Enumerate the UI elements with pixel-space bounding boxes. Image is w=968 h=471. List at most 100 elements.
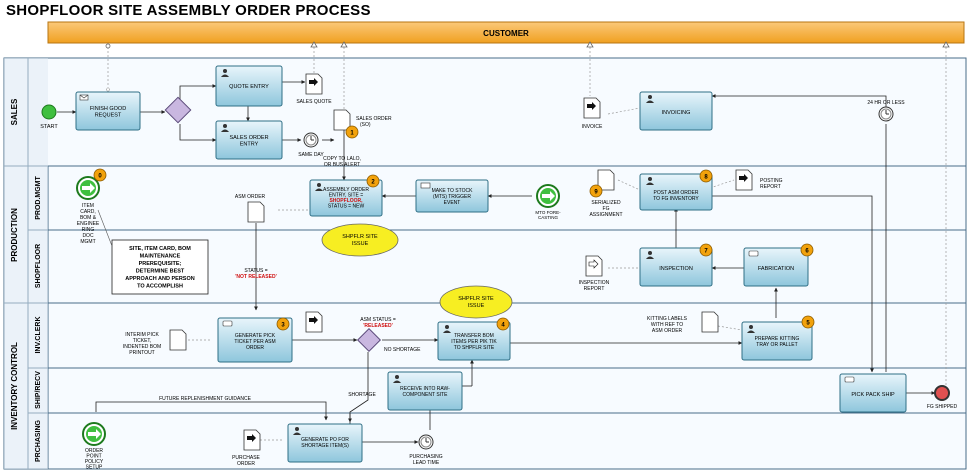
shortage-label: SHORTAGE (348, 392, 376, 398)
fg-shipped-end-event (934, 385, 950, 401)
svg-text:2: 2 (371, 180, 375, 186)
svg-text:6: 6 (805, 249, 809, 255)
task-quote-entry[interactable]: QUOTE ENTRY (215, 65, 283, 107)
lane-label-ship-recv: SHIP/RECV (35, 371, 42, 409)
svg-text:QUOTE ENTRY: QUOTE ENTRY (229, 84, 269, 90)
svg-text:INVOICING: INVOICING (662, 110, 691, 116)
asm-status-released-note: ASM STATUS ='RELEASED' (360, 317, 396, 329)
same-day-timer-icon (303, 132, 319, 148)
lane-label-inv-clerk: INV.CLERK (35, 316, 42, 353)
pool-label-inventory-control: INVENTORY CONTROL (10, 342, 19, 430)
svg-text:4: 4 (501, 323, 505, 329)
24hr-timer-icon (878, 106, 894, 122)
future-replenishment-label: FUTURE REPLENISHMENT GUIDANCE (159, 396, 252, 402)
association-lines (186, 107, 743, 441)
message-flows (108, 43, 947, 392)
svg-text:FABRICATION: FABRICATION (758, 266, 794, 272)
doc-invoice: INVOICE (582, 97, 603, 130)
svg-text:ASM ORDER: ASM ORDER (235, 194, 266, 200)
task-receive-raw[interactable]: RECEIVE INTO RAW-COMPONENT SITE (387, 371, 463, 411)
task-inspection[interactable]: INSPECTION (639, 247, 713, 287)
no-shortage-label: NO SHORTAGE (384, 347, 421, 353)
shortage-gateway (356, 327, 382, 353)
lane-label-strip (4, 58, 48, 469)
task-invoicing[interactable]: INVOICING (639, 91, 713, 131)
customer-pool (47, 21, 965, 44)
doc-pick-ticket-copy (305, 311, 323, 333)
task-fabrication[interactable]: FABRICATION (743, 247, 809, 287)
svg-text:SALES ORDER(SO): SALES ORDER(SO) (356, 116, 392, 128)
order-point-policy-event (82, 422, 106, 446)
lane-label-prod-mgmt: PROD.MGMT (35, 176, 42, 220)
quote-gateway (164, 96, 192, 124)
svg-text:0: 0 (98, 174, 102, 180)
svg-text:8: 8 (704, 175, 708, 181)
mto-forecasting-label: MTO FORE-CASTING (535, 210, 561, 220)
lane-label-purchasing: PRCHASING (35, 419, 42, 462)
status-not-released-note: STATUS ='NOT RELEASED' (235, 268, 277, 280)
item-card-event (76, 176, 100, 200)
task-pick-pack-ship[interactable]: PICK PACK SHIP (839, 373, 907, 413)
fg-shipped-label: FG SHIPPED (927, 404, 958, 410)
svg-text:SALES QUOTE: SALES QUOTE (296, 99, 332, 105)
step-badges: 0 1 2 3 4 5 6 7 8 9 (93, 125, 815, 331)
copy-to-lalo-note: COPY TO LALO,OR BUS ALERT (323, 156, 361, 168)
purchasing-lead-time-timer-icon (418, 434, 434, 450)
start-event (41, 104, 57, 120)
svg-text:PICK PACK SHIP: PICK PACK SHIP (851, 392, 895, 398)
svg-text:7: 7 (704, 249, 708, 255)
message-flow-markers (105, 41, 950, 49)
lane-label-shopfloor: SHOPFLOOR (35, 244, 42, 288)
svg-text:INVOICE: INVOICE (582, 124, 603, 130)
doc-sales-order: SALES ORDER(SO) (333, 109, 392, 131)
page-title: SHOPFLOOR SITE ASSEMBLY ORDER PROCESS (6, 2, 371, 19)
svg-text:9: 9 (594, 190, 598, 196)
customer-pool-label: CUSTOMER (483, 29, 529, 38)
same-day-label: SAME DAY (298, 152, 324, 158)
svg-text:1: 1 (350, 131, 354, 137)
svg-text:INSPECTION: INSPECTION (659, 266, 693, 272)
24hr-label: 24 HR OR LESS (867, 100, 905, 106)
pool-label-production: PRODUCTION (10, 208, 19, 262)
svg-text:RECEIVE INTO RAW-COMPONENT SIT: RECEIVE INTO RAW-COMPONENT SITE (400, 386, 450, 398)
mto-forecasting-event (536, 184, 560, 208)
doc-asm-order: ASM ORDER (235, 194, 266, 223)
